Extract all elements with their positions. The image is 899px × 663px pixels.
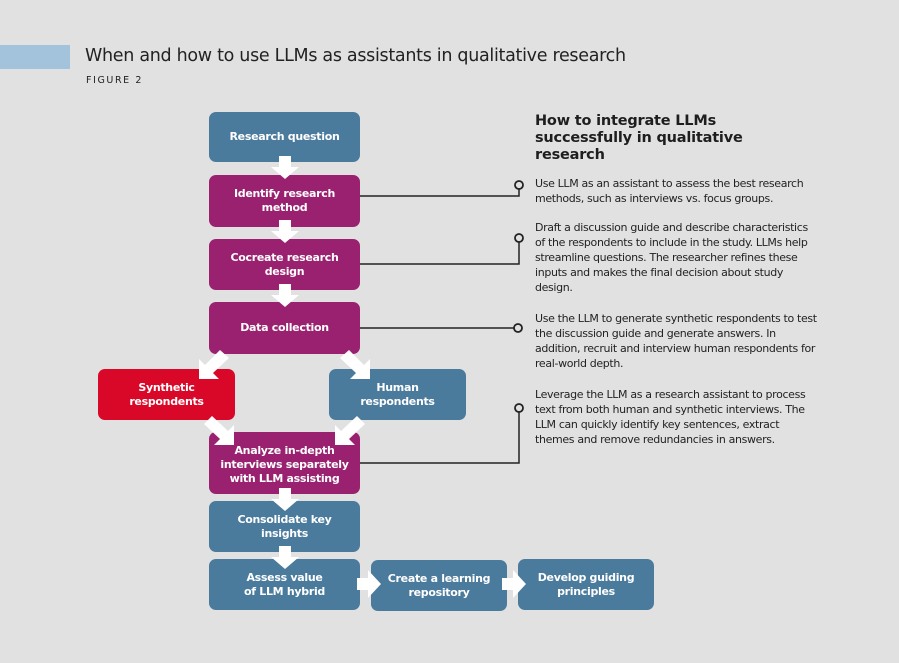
box-label: design [264, 264, 305, 278]
box-guiding-principles: Develop guiding principles [518, 559, 654, 610]
arrow-down-icon [271, 488, 299, 511]
figure-label: FIGURE 2 [86, 75, 144, 86]
box-label: with LLM assisting [229, 472, 340, 485]
box-label: Create a learning [387, 571, 491, 585]
box-label: Analyze in-depth [234, 444, 335, 457]
arrow-down-right-icon [340, 350, 370, 379]
connector-node-2 [514, 233, 524, 243]
arrow-down-icon [271, 156, 299, 179]
connector-cocreate-design [360, 241, 520, 265]
arrow-down-icon [271, 220, 299, 243]
box-label: Identify research [233, 187, 336, 200]
figure-title: When and how to use LLMs as assistants i… [85, 46, 626, 66]
box-label: method [261, 201, 308, 214]
arrow-down-icon [271, 546, 299, 569]
arrow-right-icon [502, 570, 526, 598]
connector-analyze [360, 412, 520, 464]
arrow-down-icon [271, 284, 299, 307]
box-label: insights [260, 526, 309, 540]
accent-bar [0, 45, 70, 69]
arrow-down-left-icon [335, 416, 365, 445]
connector-node-4 [514, 403, 524, 413]
note-research-method: Use LLM as an assistant to assess the be… [535, 177, 804, 205]
note-analysis: Leverage the LLM as a research assistant… [535, 388, 806, 446]
box-research-question: Research question [209, 112, 360, 162]
box-label: Develop guiding [537, 570, 635, 584]
arrow-down-left-icon [199, 350, 229, 379]
panel-title: How to integrate LLMs successfully in qu… [535, 113, 743, 163]
box-label: Consolidate key [237, 512, 332, 526]
box-analyze-interviews: Analyze in-depth interviews separately w… [209, 432, 360, 494]
note-data-collection: Use the LLM to generate synthetic respon… [535, 312, 817, 370]
box-label: Assess value [246, 570, 323, 584]
box-label: of LLM hybrid [243, 584, 325, 598]
box-learning-repository: Create a learning repository [371, 560, 507, 611]
box-label: Research question [229, 130, 340, 143]
box-label: repository [408, 585, 470, 599]
box-label: Human [376, 380, 419, 394]
box-data-collection: Data collection [209, 302, 360, 354]
arrow-right-icon [357, 570, 381, 598]
box-label: Synthetic [138, 380, 195, 394]
box-label: interviews separately [220, 458, 349, 471]
arrow-down-right-icon [204, 416, 234, 445]
box-identify-method: Identify research method [209, 175, 360, 227]
note-study-design: Draft a discussion guide and describe ch… [535, 221, 808, 294]
box-label: Data collection [240, 321, 329, 334]
connector-node-3 [513, 323, 523, 333]
box-label: respondents [360, 394, 435, 408]
box-label: Cocreate research [230, 250, 339, 264]
box-label: principles [557, 584, 615, 598]
box-cocreate-design: Cocreate research design [209, 239, 360, 290]
box-label: respondents [129, 394, 204, 408]
connector-identify-method [360, 188, 520, 197]
connector-node-1 [514, 180, 524, 190]
